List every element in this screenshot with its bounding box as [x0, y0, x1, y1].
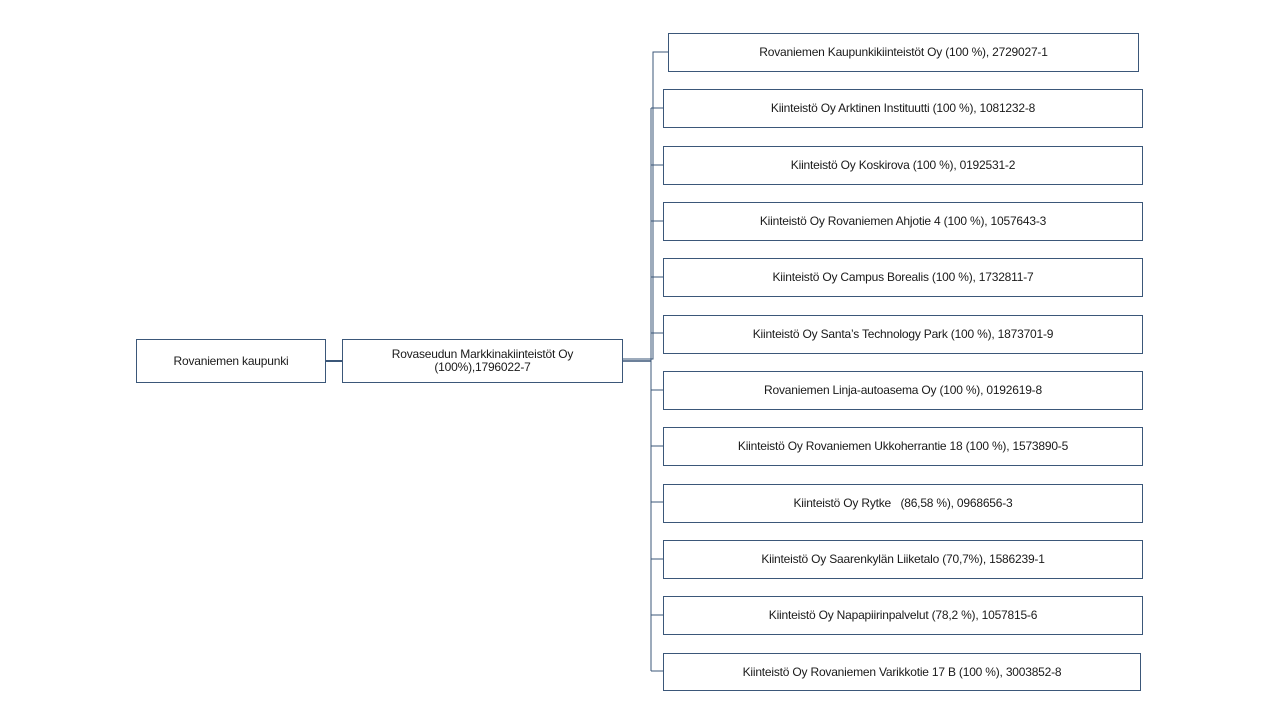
org-node-label: Kiinteistö Oy Rovaniemen Varikkotie 17 B…: [742, 664, 1062, 679]
org-node-label: Kiinteistö Oy Napapiirinpalvelut (78,2 %…: [768, 608, 1038, 622]
org-node-label: Kiinteistö Oy Santa’s Technology Park (1…: [752, 327, 1054, 341]
org-node-label: Kiinteistö Oy Campus Borealis (100 %), 1…: [772, 270, 1034, 284]
org-node-label: Rovaniemen Linja-autoasema Oy (100 %), 0…: [764, 383, 1042, 397]
org-node-child: Kiinteistö Oy Rovaniemen Varikkotie 17 B…: [663, 653, 1141, 691]
org-node-label: Kiinteistö Oy Rovaniemen Ahjotie 4 (100 …: [759, 214, 1047, 228]
org-node-child: Kiinteistö Oy Campus Borealis (100 %), 1…: [663, 258, 1143, 297]
org-node-child: Kiinteistö Oy Koskirova (100 %), 0192531…: [663, 146, 1143, 185]
org-node-child: Kiinteistö Oy Rytke (86,58 %), 0968656-3: [663, 484, 1143, 523]
org-node-parent: Rovaseudun Markkinakiinteistöt Oy (100%)…: [342, 339, 623, 383]
org-node-child: Kiinteistö Oy Rovaniemen Ukkoherrantie 1…: [663, 427, 1143, 466]
org-node-child: Kiinteistö Oy Napapiirinpalvelut (78,2 %…: [663, 596, 1143, 635]
org-node-child: Rovaniemen Linja-autoasema Oy (100 %), 0…: [663, 371, 1143, 410]
org-node-child: Kiinteistö Oy Saarenkylän Liiketalo (70,…: [663, 540, 1143, 579]
connector-first-child: [623, 51, 668, 360]
org-node-label: Rovaniemen Kaupunkikiinteistöt Oy (100 %…: [759, 45, 1048, 59]
org-node-label: Kiinteistö Oy Saarenkylän Liiketalo (70,…: [761, 552, 1045, 566]
org-node-label: Rovaseudun Markkinakiinteistöt Oy (100%)…: [391, 347, 574, 374]
org-node-label: Kiinteistö Oy Rytke (86,58 %), 0968656-3: [793, 496, 1013, 510]
org-node-child: Rovaniemen Kaupunkikiinteistöt Oy (100 %…: [668, 33, 1139, 72]
org-node-child: Kiinteistö Oy Santa’s Technology Park (1…: [663, 315, 1143, 354]
org-node-root: Rovaniemen kaupunki: [136, 339, 326, 383]
org-node-label: Rovaniemen kaupunki: [173, 353, 289, 368]
org-node-child: Kiinteistö Oy Rovaniemen Ahjotie 4 (100 …: [663, 202, 1143, 241]
org-node-label: Kiinteistö Oy Koskirova (100 %), 0192531…: [790, 158, 1016, 172]
org-node-label: Kiinteistö Oy Rovaniemen Ukkoherrantie 1…: [737, 439, 1069, 453]
org-node-label: Kiinteistö Oy Arktinen Instituutti (100 …: [770, 101, 1036, 115]
org-node-child: Kiinteistö Oy Arktinen Instituutti (100 …: [663, 89, 1143, 128]
